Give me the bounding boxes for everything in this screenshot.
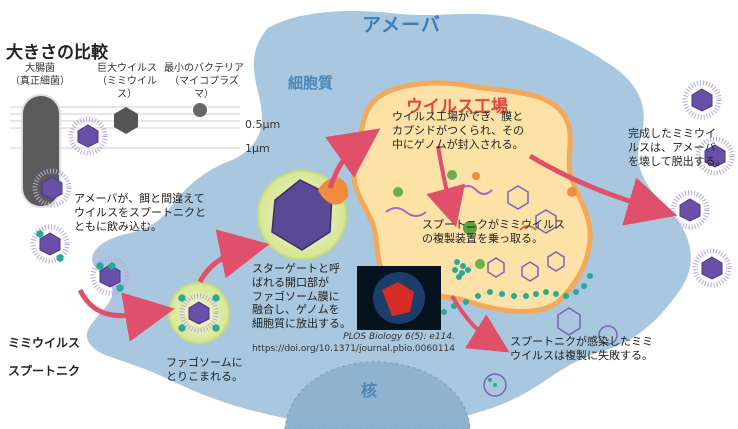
size-comparison-title: 大きさの比較 [6, 43, 108, 63]
sputnik-label: スプートニク [8, 364, 81, 378]
step-stargate-text: スターゲートと呼 ばれる開口部が ファゴソーム膜に 融合し、ゲノムを 細胞質に放… [252, 262, 351, 330]
step-exit-text: 完成したミミウイ ルスは、アメーバ を壊して脱出する。 [628, 127, 727, 168]
citation: PLOS Biology 6(5): e114. https://doi.org… [243, 332, 455, 355]
comparison-mimivirus: 巨大ウイルス （ミミウイルス） [97, 63, 157, 100]
cytoplasm-label: 細胞質 [288, 74, 334, 92]
size-mimivirus-icon [114, 107, 138, 134]
virus-factory-label: ウイルス工場 [406, 97, 508, 117]
citation-journal: PLOS Biology 6(5): e114. [343, 332, 455, 342]
nucleus [284, 361, 471, 429]
step-factory-text: ウイルス工場ができ、膜と カプシドがつくられ、その 中にゲノムが封入される。 [392, 110, 525, 151]
comparison-ecoli: 大腸菌 （真正細菌） [10, 63, 70, 87]
comparison-mycoplasma: 最小のバクテリア （マイコプラズマ） [164, 63, 244, 100]
step-ingest-text: アメーバが、餌と間違えて ウイルスをスプートニクと ともに飲み込む。 [74, 192, 206, 233]
step-hijack-text: スプートニクがミミウイルス の複製装置を乗っ取る。 [422, 218, 565, 245]
scale-half-micron: 0.5μm [245, 118, 281, 131]
amoeba-label: アメーバ [362, 14, 441, 36]
virus-factory [351, 80, 593, 314]
scale-one-micron: 1μm [245, 142, 270, 155]
citation-doi: https://doi.org/10.1371/journal.pbio.006… [252, 343, 455, 354]
mycoplasma-icon [193, 103, 207, 117]
mimivirus-label: ミミウイルス [8, 336, 81, 350]
arrow-icon [77, 288, 175, 342]
step-phagosome-text: ファゴソームに とりこまれる。 [166, 356, 243, 383]
nucleus-label: 核 [361, 381, 378, 400]
step-fail-text: スプートニクが感染したミミ ウイルスは複製に失敗する。 [510, 335, 653, 362]
